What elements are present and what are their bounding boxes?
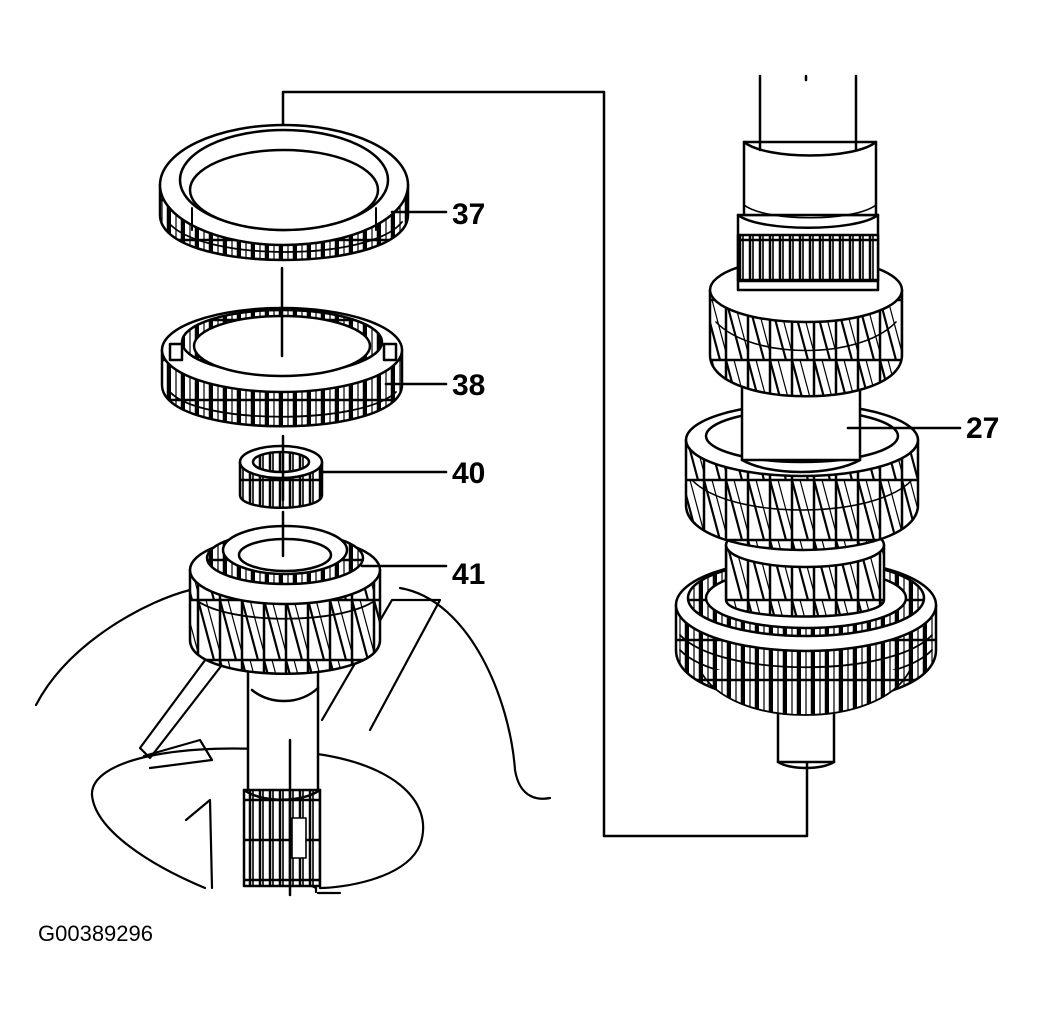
- synchronizer-ring-37: [158, 123, 410, 262]
- mainshaft-27: [674, 74, 938, 770]
- callout-27: 27: [966, 412, 999, 445]
- gear-41: [188, 524, 382, 675]
- callout-37: 37: [452, 198, 485, 231]
- callout-38: 38: [452, 369, 485, 402]
- callout-41: 41: [452, 558, 485, 591]
- figure-id: G00389296: [38, 921, 153, 946]
- assembly-bracket-line: [281, 90, 809, 838]
- callout-40: 40: [452, 457, 485, 490]
- leader-lines: [318, 210, 962, 568]
- needle-bearing-40: [238, 444, 324, 509]
- input-shaft: [242, 666, 322, 897]
